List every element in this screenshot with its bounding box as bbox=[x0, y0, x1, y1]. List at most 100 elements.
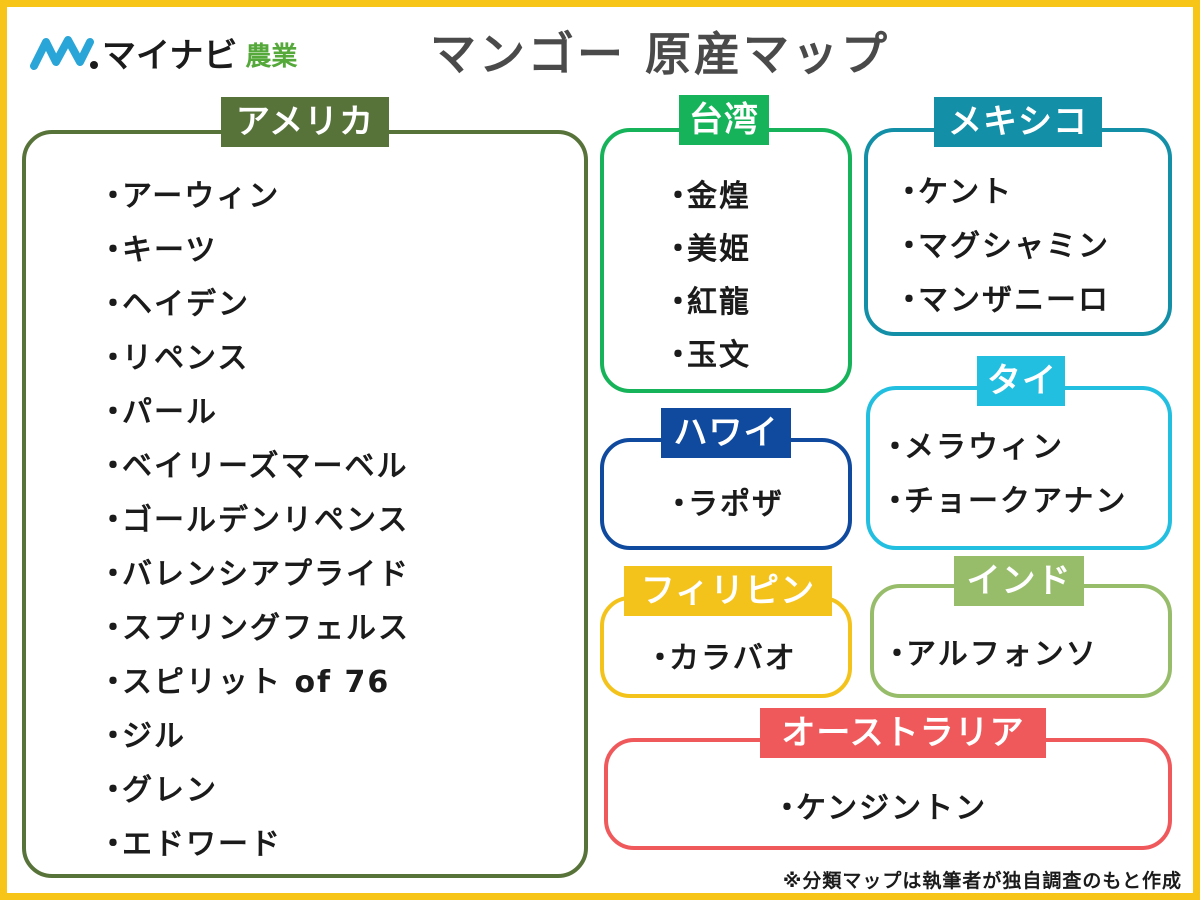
variety-name: キーツ bbox=[122, 233, 218, 268]
variety-name: ゴールデンリペンス bbox=[122, 503, 410, 538]
bullet: ・ bbox=[98, 773, 130, 808]
variety-item: ・金煌 bbox=[663, 170, 751, 223]
variety-name: カラバオ bbox=[669, 641, 797, 676]
variety-item: ・マンザニーロ bbox=[894, 274, 1110, 328]
region-tag-philippines: フィリピン bbox=[624, 566, 832, 616]
variety-name: アルフォンソ bbox=[906, 637, 1098, 672]
logo: マイナビ 農業 bbox=[30, 30, 298, 76]
variety-name: マグシャミン bbox=[918, 229, 1110, 264]
bullet: ・ bbox=[664, 487, 696, 522]
bullet: ・ bbox=[98, 665, 130, 700]
variety-name: アーウィン bbox=[122, 179, 281, 214]
bullet: ・ bbox=[663, 338, 695, 373]
variety-item: ・マグシャミン bbox=[894, 220, 1110, 274]
variety-item: ・リペンス bbox=[98, 332, 410, 386]
variety-item: ・ケンジントン bbox=[772, 782, 987, 836]
page-title: マンゴー 原産マップ bbox=[430, 27, 891, 81]
region-box-mexico bbox=[864, 128, 1172, 336]
region-list-mexico: ・ケント・マグシャミン・マンザニーロ bbox=[894, 166, 1110, 328]
bullet: ・ bbox=[98, 179, 130, 214]
variety-name: 金煌 bbox=[687, 179, 751, 214]
region-tag-america: アメリカ bbox=[221, 97, 389, 147]
variety-item: ・メラウィン bbox=[880, 421, 1127, 475]
bullet: ・ bbox=[98, 287, 130, 322]
region-tag-india: インド bbox=[954, 556, 1084, 606]
variety-name: リペンス bbox=[122, 341, 250, 376]
bullet: ・ bbox=[663, 232, 695, 267]
variety-name: ケント bbox=[918, 175, 1014, 210]
variety-item: ・ジル bbox=[98, 710, 410, 764]
variety-item: ・チョークアナン bbox=[880, 475, 1127, 529]
variety-item: ・玉文 bbox=[663, 329, 751, 382]
bullet: ・ bbox=[894, 175, 926, 210]
variety-name: ラポザ bbox=[688, 487, 784, 522]
bullet: ・ bbox=[772, 791, 804, 826]
variety-item: ・スピリット of 76 bbox=[98, 656, 410, 710]
region-list-thailand: ・メラウィン・チョークアナン bbox=[880, 421, 1127, 529]
variety-item: ・ベイリーズマーベル bbox=[98, 440, 410, 494]
bullet: ・ bbox=[880, 430, 912, 465]
region-tag-hawaii: ハワイ bbox=[661, 408, 791, 458]
variety-name: スピリット of 76 bbox=[122, 665, 391, 700]
variety-name: 美姫 bbox=[687, 232, 751, 267]
bullet: ・ bbox=[98, 719, 130, 754]
variety-item: ・アルフォンソ bbox=[882, 628, 1098, 682]
region-list-india: ・アルフォンソ bbox=[882, 628, 1098, 682]
region-list-hawaii: ・ラポザ bbox=[664, 478, 784, 532]
variety-item: ・紅龍 bbox=[663, 276, 751, 329]
variety-item: ・ゴールデンリペンス bbox=[98, 494, 410, 548]
variety-name: エドワード bbox=[122, 827, 282, 862]
bullet: ・ bbox=[98, 611, 130, 646]
variety-name: ジル bbox=[122, 719, 186, 754]
variety-name: 紅龍 bbox=[687, 285, 751, 320]
region-list-australia: ・ケンジントン bbox=[772, 782, 987, 836]
bullet: ・ bbox=[645, 641, 677, 676]
variety-name: スプリングフェルス bbox=[122, 611, 410, 646]
region-tag-australia: オーストラリア bbox=[760, 708, 1046, 758]
footnote: ※分類マップは執筆者が独自調査のもと作成 bbox=[782, 870, 1182, 892]
variety-item: ・エドワード bbox=[98, 818, 410, 872]
region-list-america: ・アーウィン・キーツ・ヘイデン・リペンス・パール・ベイリーズマーベル・ゴールデン… bbox=[98, 170, 410, 872]
bullet: ・ bbox=[663, 285, 695, 320]
region-box-taiwan bbox=[600, 128, 852, 393]
region-tag-thailand: タイ bbox=[977, 356, 1065, 406]
region-box-america bbox=[22, 130, 588, 878]
mynavi-logo-icon bbox=[30, 36, 98, 70]
variety-name: グレン bbox=[122, 773, 218, 808]
region-tag-mexico: メキシコ bbox=[934, 97, 1102, 147]
variety-item: ・バレンシアプライド bbox=[98, 548, 410, 602]
bullet: ・ bbox=[98, 395, 130, 430]
variety-item: ・美姫 bbox=[663, 223, 751, 276]
variety-item: ・グレン bbox=[98, 764, 410, 818]
bullet: ・ bbox=[894, 229, 926, 264]
bullet: ・ bbox=[663, 179, 695, 214]
variety-item: ・ヘイデン bbox=[98, 278, 410, 332]
bullet: ・ bbox=[98, 449, 130, 484]
variety-item: ・カラバオ bbox=[645, 632, 797, 686]
variety-item: ・ラポザ bbox=[664, 478, 784, 532]
variety-name: ベイリーズマーベル bbox=[122, 449, 409, 484]
variety-item: ・アーウィン bbox=[98, 170, 410, 224]
variety-name: マンザニーロ bbox=[918, 283, 1110, 318]
variety-name: ヘイデン bbox=[122, 287, 250, 322]
region-list-philippines: ・カラバオ bbox=[645, 632, 797, 686]
bullet: ・ bbox=[894, 283, 926, 318]
variety-name: メラウィン bbox=[904, 430, 1064, 465]
bullet: ・ bbox=[880, 484, 912, 519]
variety-item: ・キーツ bbox=[98, 224, 410, 278]
logo-sub: 農業 bbox=[245, 41, 298, 72]
variety-item: ・ケント bbox=[894, 166, 1110, 220]
variety-name: チョークアナン bbox=[904, 484, 1128, 519]
variety-name: バレンシアプライド bbox=[122, 557, 410, 592]
variety-item: ・パール bbox=[98, 386, 410, 440]
variety-name: パール bbox=[122, 395, 218, 430]
bullet: ・ bbox=[98, 341, 130, 376]
bullet: ・ bbox=[98, 233, 130, 268]
region-tag-taiwan: 台湾 bbox=[679, 95, 769, 145]
variety-name: ケンジントン bbox=[796, 791, 988, 826]
bullet: ・ bbox=[882, 637, 914, 672]
logo-brand: マイナビ bbox=[102, 35, 238, 76]
variety-name: 玉文 bbox=[687, 338, 751, 373]
bullet: ・ bbox=[98, 557, 130, 592]
